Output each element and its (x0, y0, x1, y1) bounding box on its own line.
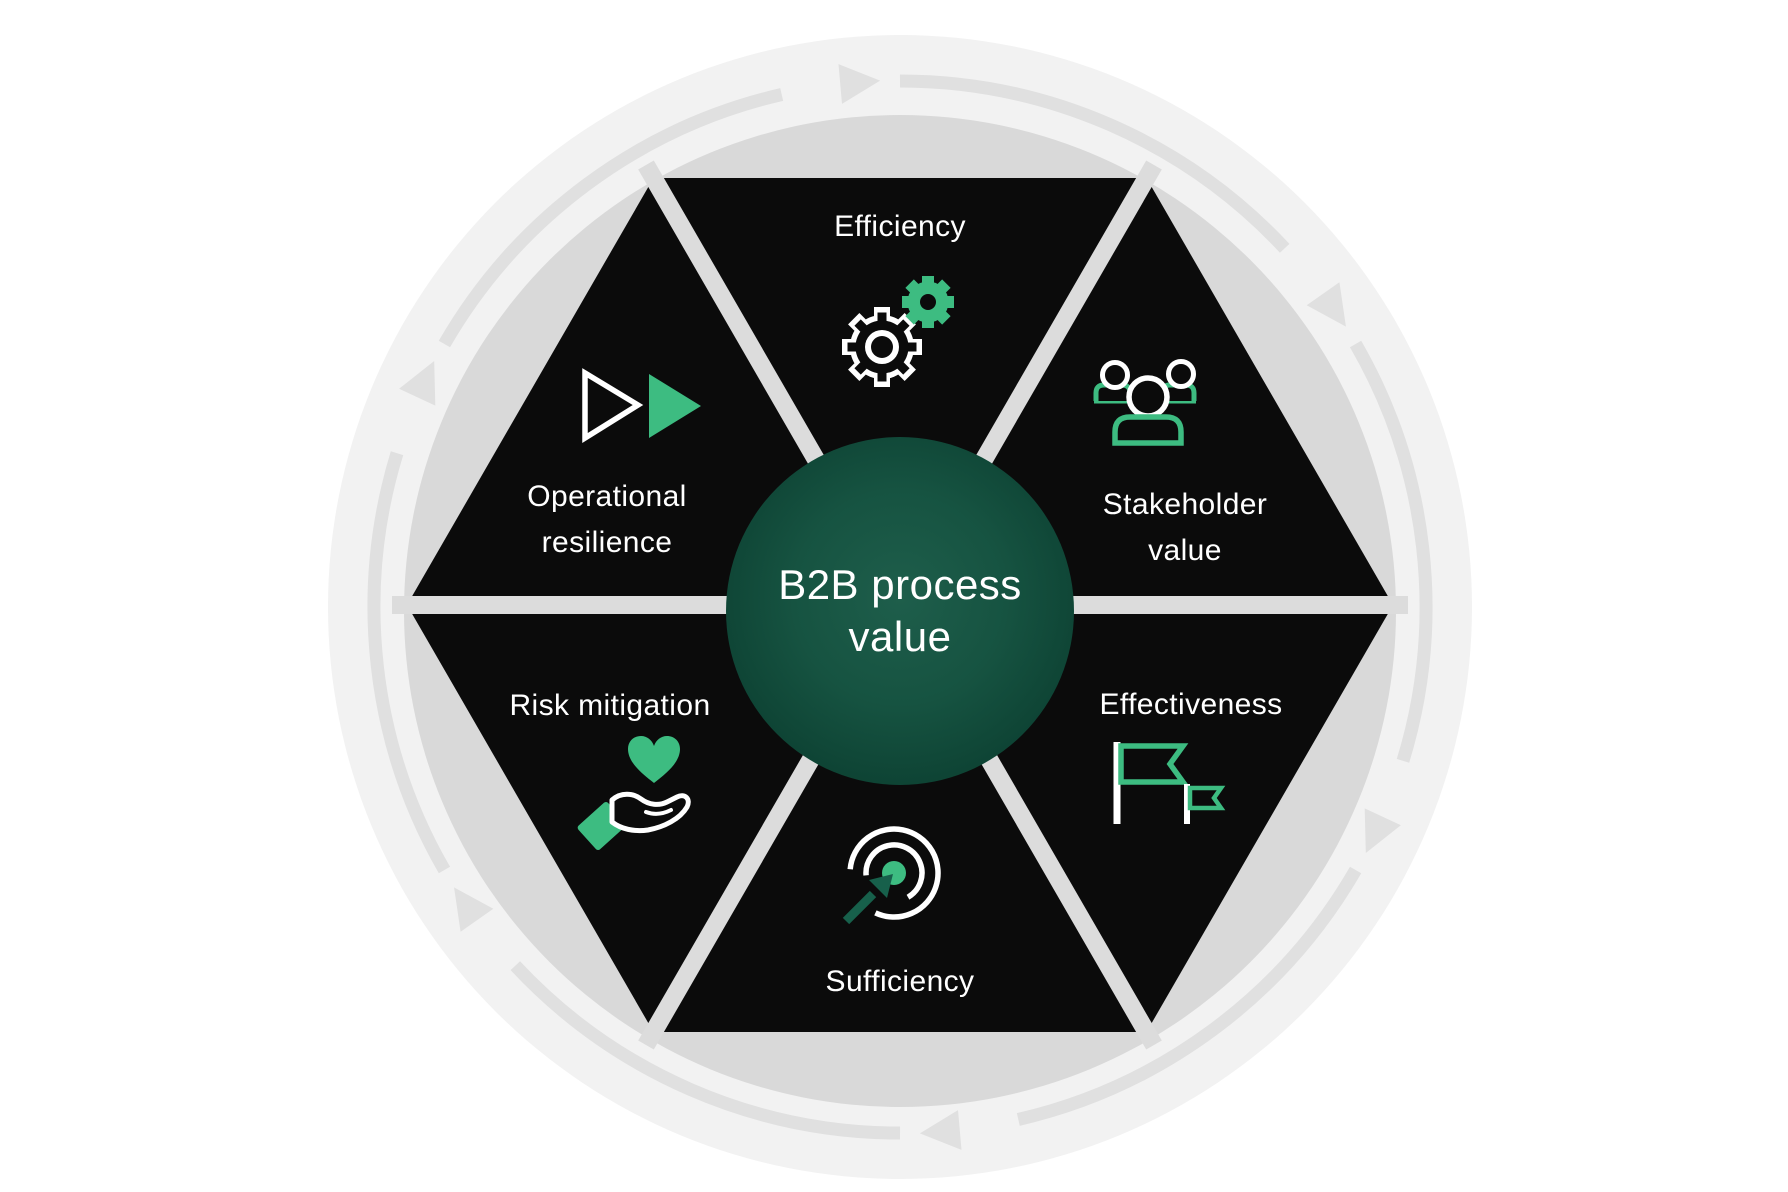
segment-label-efficiency: Efficiency (834, 210, 966, 243)
gears-icon (842, 276, 954, 387)
segment-triangle-sufficiency (653, 605, 1147, 1032)
segment-triangle-efficiency (653, 178, 1147, 605)
ring-arrow-icon (899, 74, 1346, 327)
stakeholder-label-line2: value (1148, 534, 1222, 567)
segment-label-effectiveness: Effectiveness (1099, 688, 1283, 721)
segment-label-stakeholder-value: Stakeholder value (1103, 482, 1268, 574)
ring-arrow-icon (1349, 340, 1433, 853)
stakeholder-label-line1: Stakeholder (1102, 488, 1268, 521)
hand-heart-icon (577, 736, 691, 851)
operational-label-line2: resilience (541, 526, 673, 559)
ring-arrow-icon (454, 887, 901, 1140)
center-circle (726, 437, 1074, 785)
operational-label-line1: Operational (527, 480, 687, 513)
ring-arrow-icon (367, 361, 451, 874)
person-center-head (1126, 375, 1170, 419)
target-arrow-icon (842, 826, 941, 925)
target-outer-ring (847, 826, 941, 920)
center-label-line2: value (848, 613, 952, 660)
target-arrow-shaft (842, 890, 877, 925)
center-label-line1: B2B process (778, 561, 1022, 608)
ring-arrow-icon (919, 866, 1362, 1150)
center-label: B2B process value (778, 559, 1022, 663)
flag-small-banner (1187, 785, 1226, 811)
fast-forward-icon (582, 368, 701, 443)
segment-label-sufficiency: Sufficiency (825, 965, 975, 998)
gear-outline (842, 307, 922, 387)
person-left-head (1100, 360, 1130, 390)
segment-label-risk-mitigation: Risk mitigation (509, 689, 711, 722)
play-triangle-filled (649, 374, 701, 438)
wheel-arrow-ring (367, 64, 1433, 1150)
people-group-icon (1093, 359, 1197, 446)
target-inner-ring (863, 842, 925, 900)
gear-filled-green (902, 276, 954, 328)
segment-label-operational-resilience: Operational resilience (527, 474, 687, 566)
ring-arrow-icon (438, 64, 881, 348)
flag-large-banner (1118, 743, 1189, 785)
person-right-head (1166, 359, 1196, 389)
play-triangle-outline (582, 368, 644, 443)
hand-crease-line (644, 808, 673, 816)
heart-shape (628, 736, 680, 783)
person-center-body (1112, 414, 1184, 446)
double-flag-icon (1113, 742, 1226, 824)
target-arrow-head (869, 874, 893, 898)
